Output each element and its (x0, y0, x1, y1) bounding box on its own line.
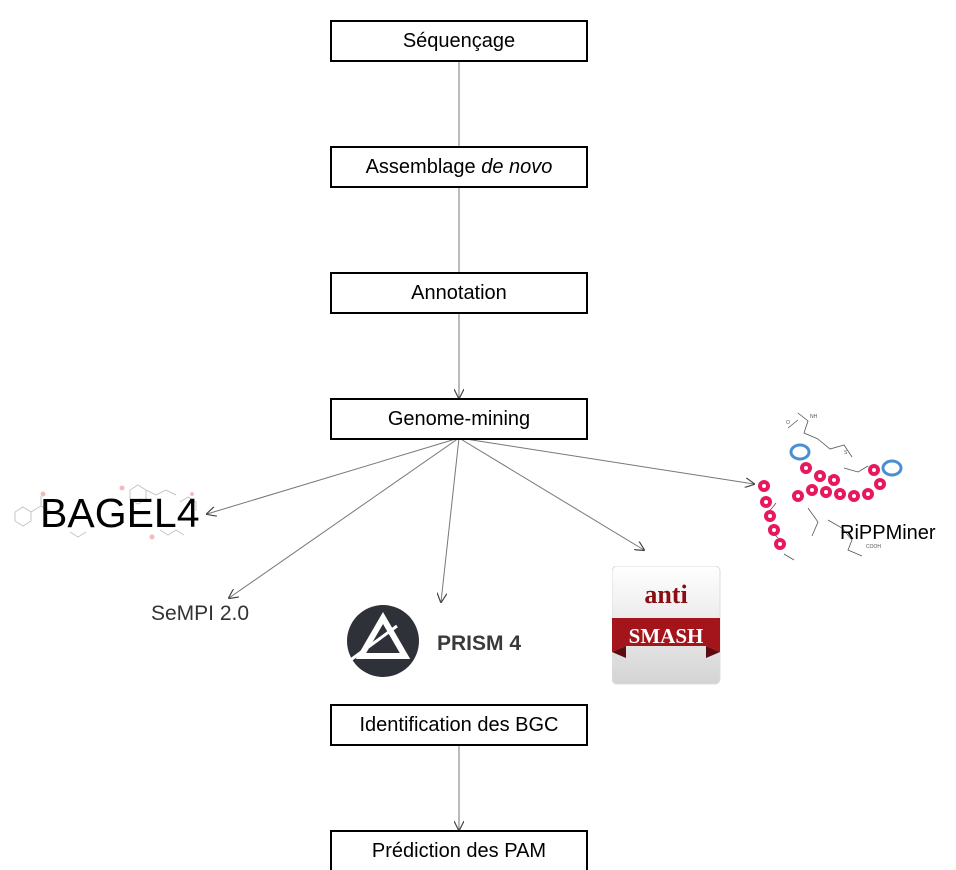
svg-text:COOH: COOH (866, 544, 881, 550)
step-bgc-identification-label: Identification des BGC (359, 713, 559, 736)
prism4-logo (344, 605, 419, 677)
step-sequencing-label: Séquençage (402, 29, 516, 52)
bagel4-logo (14, 484, 197, 540)
step-genome-mining: Genome-mining (330, 398, 588, 440)
step-bgc-identification: Identification des BGC (330, 704, 588, 746)
arrow-mining-to-antismash (458, 437, 644, 550)
rippminer-label: RiPPMiner (840, 522, 936, 544)
step-assembly: Assemblage de novo (330, 146, 588, 188)
step-pam-prediction: Prédiction des PAM (330, 830, 588, 870)
bagel4-label: BAGEL4 (40, 490, 200, 536)
sempi-label: SeMPI 2.0 (151, 602, 250, 625)
step-assembly-italic: de novo (481, 155, 553, 178)
step-annotation: Annotation (330, 272, 588, 314)
antismash-anti-label: anti (644, 580, 688, 609)
step-pam-prediction-label: Prédiction des PAM (371, 839, 547, 862)
step-assembly-prefix: Assemblage (365, 155, 482, 178)
antismash-smash-label: SMASH (628, 624, 704, 648)
prism4-label: PRISM 4 (437, 632, 522, 655)
svg-text:S: S (844, 450, 848, 456)
arrow-mining-to-prism (441, 437, 460, 602)
svg-text:O: O (786, 420, 790, 426)
step-genome-mining-label: Genome-mining (387, 407, 531, 430)
step-annotation-label: Annotation (411, 281, 507, 304)
svg-text:NH: NH (810, 414, 818, 420)
antismash-logo (612, 566, 721, 685)
step-assembly-label: Assemblage de novo (366, 156, 553, 179)
arrow-mining-to-sempi (229, 437, 460, 598)
arrow-mining-to-rippminer (458, 437, 754, 484)
step-sequencing: Séquençage (330, 20, 588, 62)
arrow-mining-to-bagel (207, 437, 460, 514)
